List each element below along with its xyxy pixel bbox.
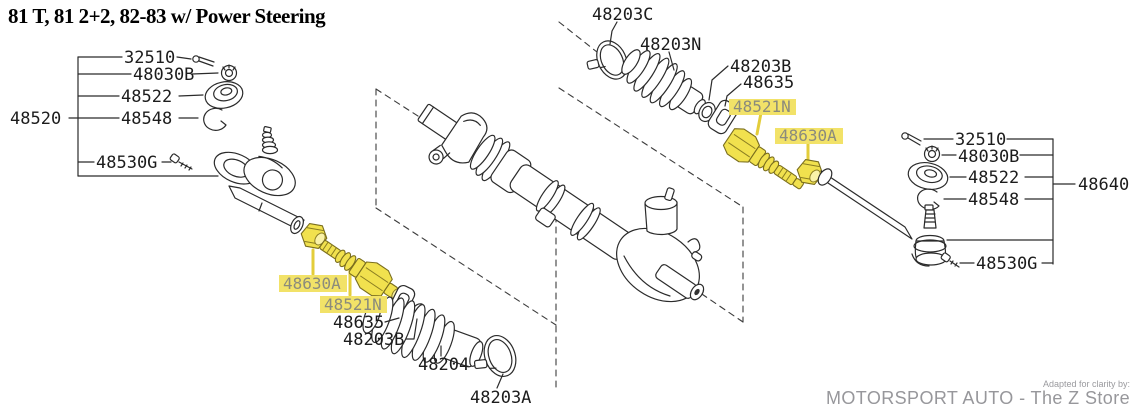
leader-inner-socket-right — [755, 111, 763, 136]
boot-clamp-left — [473, 335, 517, 377]
highlight-box-inner-socket-left — [320, 296, 387, 313]
right-tie-rod-assembly — [817, 132, 960, 268]
part-label-boot-top: 48203N — [640, 35, 701, 55]
part-label-seat-right: 48522 — [968, 168, 1019, 188]
ball-stud-left — [261, 126, 279, 155]
part-label-ring-top: 48203B — [730, 57, 791, 77]
part-label-inner-socket-left[interactable]: 48521N — [324, 295, 382, 314]
left-tie-rod-assembly — [169, 55, 305, 235]
pinion-clip — [687, 238, 701, 253]
left-boot-group — [362, 284, 517, 377]
part-label-castle-nut-left: 48030B — [133, 65, 194, 85]
pinion-cap — [644, 201, 678, 236]
part-label-retainer-top: 48635 — [743, 73, 794, 93]
rack-mount-bracket — [441, 112, 488, 164]
bellows-boot-top — [621, 49, 709, 118]
cotter-pin-left — [192, 55, 215, 67]
part-label-left-assembly: 48520 — [10, 109, 61, 129]
part-label-lock-nut-right[interactable]: 48630A — [779, 126, 837, 145]
watermark-credit-prefix: Adapted for clarity by: — [1042, 379, 1130, 389]
part-label-boot-left: 48204 — [418, 355, 469, 375]
ball-stud-seat-right — [907, 162, 949, 190]
center-leader-lines — [384, 21, 742, 389]
part-label-inner-socket-right[interactable]: 48521N — [733, 97, 791, 116]
rack-tab — [535, 207, 556, 228]
part-label-ring-left: 48203B — [343, 330, 404, 350]
castle-nut-left — [220, 64, 238, 82]
watermark: Adapted for clarity by: MOTORSPORT AUTO … — [826, 380, 1130, 408]
part-label-cotter-pin-right: 32510 — [955, 130, 1006, 150]
ball-stud-right — [923, 204, 937, 229]
tie-rod-end-left — [213, 151, 296, 197]
steering-rack-assembly — [417, 103, 705, 303]
part-label-castle-nut-right: 48030B — [958, 147, 1019, 167]
screw-right — [940, 252, 960, 268]
part-label-screw-left: 48530G — [96, 153, 157, 173]
highlight-box-lock-nut-right — [775, 128, 843, 144]
inner-socket-right-part — [722, 128, 804, 190]
tie-rod-end-right — [911, 234, 947, 267]
part-label-screw-right: 48530G — [976, 254, 1037, 274]
watermark-store-name: MOTORSPORT AUTO - The Z Store — [825, 388, 1130, 408]
screw-left — [169, 153, 193, 171]
highlight-box-lock-nut-left — [279, 275, 347, 292]
part-label-right-assembly: 48640 — [1078, 175, 1129, 195]
part-label-clamp-top: 48203C — [592, 5, 653, 25]
ball-stud-seat-left — [204, 81, 244, 109]
highlight-box-inner-socket-right — [729, 99, 796, 115]
boot-clamp-top — [586, 40, 628, 80]
part-label-clip-right: 48548 — [968, 190, 1019, 210]
bellows-boot-left — [362, 296, 484, 368]
left-label-bracket — [68, 56, 219, 177]
part-label-seat-left: 48522 — [121, 87, 172, 107]
page-title: 81 T, 81 2+2, 82-83 w/ Power Steering — [8, 4, 326, 28]
rack-collar-rings — [469, 134, 496, 170]
right-label-bracket — [923, 138, 1076, 265]
clip-left — [203, 107, 227, 131]
right-inner-tie-rod-highlighted — [722, 111, 824, 190]
cotter-pin-right — [901, 132, 922, 146]
castle-nut-right — [923, 145, 941, 163]
rack-tube — [509, 164, 634, 260]
part-label-cotter-pin-left: 32510 — [124, 48, 175, 68]
part-label-clamp-left: 48203A — [470, 388, 531, 408]
part-label-clip-left: 48548 — [121, 109, 172, 129]
bracket-ear — [428, 149, 444, 165]
pinion-stud — [664, 187, 675, 202]
tie-rod-shaft-right — [820, 170, 913, 240]
part-label-lock-nut-left[interactable]: 48630A — [283, 274, 341, 293]
top-boot-group — [586, 40, 739, 135]
part-label-retainer-left: 48635 — [333, 313, 384, 333]
clip-right — [917, 188, 940, 210]
